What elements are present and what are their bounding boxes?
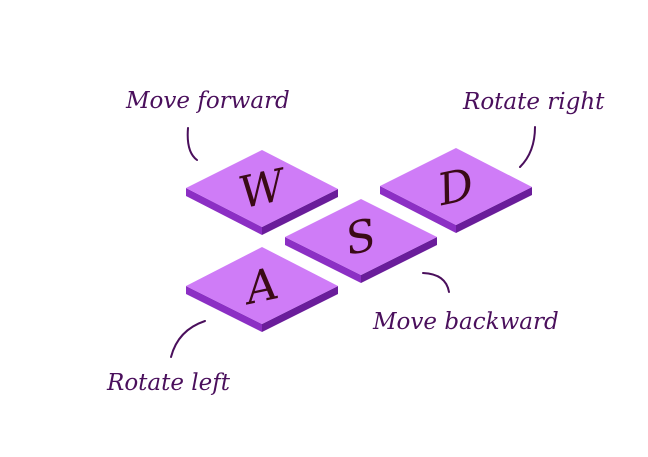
key-a-side-left [186, 286, 262, 332]
key-w: W [186, 150, 338, 235]
key-s-side-left [285, 237, 361, 283]
key-a-side-right [262, 286, 338, 332]
label-move-forward: Move forward [125, 88, 290, 114]
label-rotate-right: Rotate right [462, 89, 605, 115]
key-a: A [186, 247, 338, 332]
key-d-top [380, 148, 532, 225]
key-w-side-right [262, 189, 338, 235]
key-w-side-left [186, 188, 262, 235]
callout-line-rotate-left [170, 320, 206, 358]
key-s-top [285, 199, 437, 275]
key-d: D [380, 148, 532, 233]
key-w-top [186, 150, 338, 227]
key-s: S [285, 199, 437, 283]
key-a-top [186, 247, 338, 324]
label-rotate-left: Rotate left [106, 370, 231, 396]
key-s-side-right [361, 237, 437, 283]
callout-line-move-backward [422, 272, 450, 293]
callout-line-rotate-right [519, 126, 536, 168]
label-move-backward: Move backward [372, 309, 559, 335]
callout-line-move-forward [186, 127, 198, 161]
key-d-side-right [456, 187, 532, 233]
key-d-side-left [380, 186, 456, 233]
